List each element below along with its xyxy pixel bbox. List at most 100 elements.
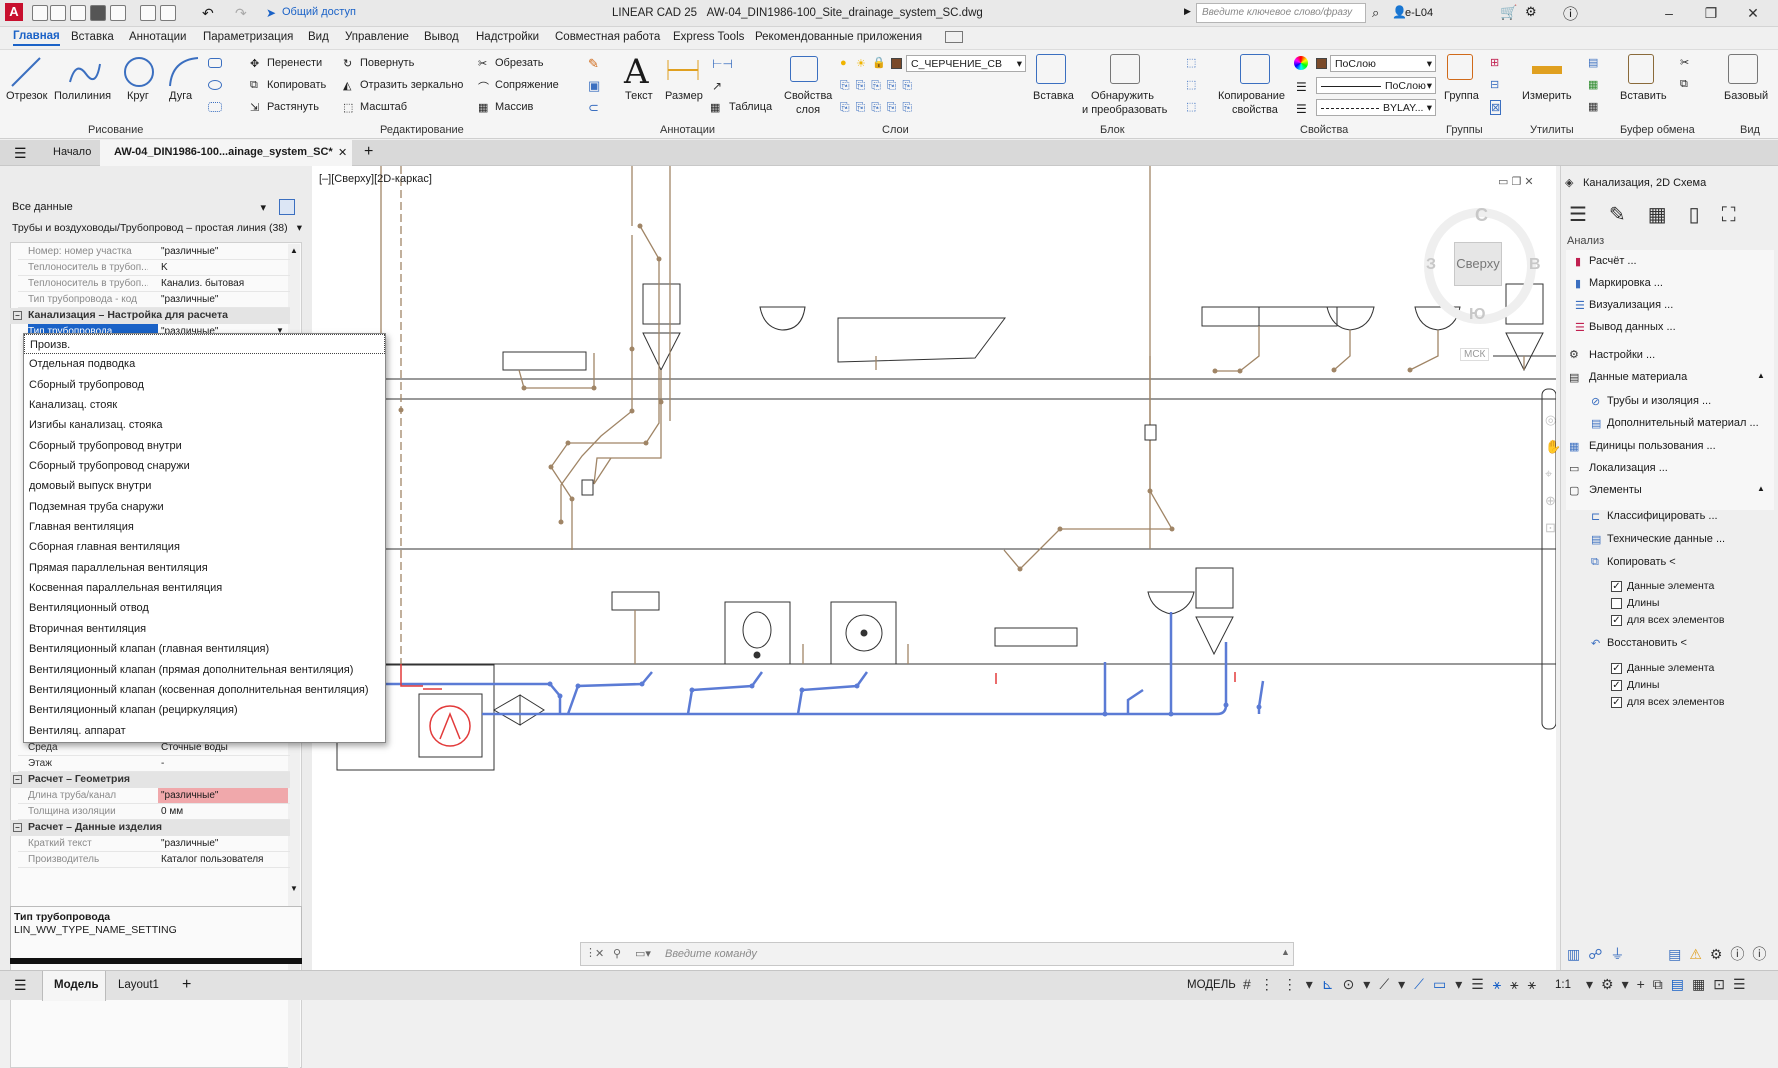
dropdown-option[interactable]: домовый выпуск внутри [29, 480, 152, 493]
copy-button[interactable]: Копировать [267, 79, 327, 91]
group-edit-icon[interactable]: ⊟ [1490, 79, 1500, 91]
cart-icon[interactable]: 🛒 [1500, 4, 1518, 20]
arc-button[interactable]: Дуга [169, 90, 193, 102]
copy-item[interactable]: Копировать < [1607, 556, 1676, 568]
group-select-icon[interactable]: ⊠ [1490, 100, 1502, 115]
viewcube-face[interactable]: Сверху [1454, 242, 1502, 286]
filter-dropdown[interactable]: Все данные▾ [12, 201, 266, 214]
tab-home[interactable]: Главная [13, 30, 60, 46]
restore-button[interactable]: ❐ [1704, 5, 1718, 21]
fillet-button[interactable]: Сопряжение [495, 79, 559, 91]
tech-data-item[interactable]: Технические данные ... [1607, 533, 1726, 545]
text-icon[interactable]: A [624, 52, 649, 92]
block-edit-icon[interactable]: ⬚ [1186, 79, 1197, 91]
tab-start[interactable]: Начало [53, 146, 92, 158]
explode-icon[interactable]: ▣ [588, 78, 601, 93]
draw-panel-title[interactable]: Рисование [88, 124, 144, 136]
match-props-label-1[interactable]: Копирование [1218, 90, 1286, 102]
modify-panel-title[interactable]: Редактирование [380, 124, 464, 136]
dropdown-option[interactable]: Вентиляционный клапан (косвенная дополни… [29, 683, 369, 696]
tab-model[interactable]: Модель [42, 971, 106, 1001]
palette-bottom-toolbar[interactable]: ▥☍⏚ ▤⚠⚙ⓘⓘ [1567, 946, 1775, 962]
detect-label-2[interactable]: и преобразовать [1082, 104, 1168, 116]
line-icon[interactable] [8, 54, 44, 90]
section-geometry[interactable]: –Расчет – Геометрия [10, 772, 290, 788]
command-input[interactable]: Введите команду [665, 948, 757, 960]
base-view-button[interactable]: Базовый [1724, 90, 1769, 102]
layer-properties-label-1[interactable]: Свойства [784, 90, 833, 102]
prop-row[interactable]: Краткий текст"различные" [18, 836, 290, 852]
rectangle-icon[interactable] [208, 58, 222, 68]
tab-view[interactable]: Вид [308, 31, 329, 43]
dropdown-option[interactable]: Сборный трубопровод снаружи [29, 460, 190, 473]
viewcube-north[interactable]: С [1475, 205, 1488, 225]
drawing-canvas[interactable]: [–][Сверху][2D-каркас] ▭ ❐ ✕ Сверху С Ю … [312, 166, 1561, 970]
collapse-icon[interactable]: ▲ [1757, 371, 1765, 380]
viewcube-west[interactable]: З [1426, 256, 1437, 273]
layers-panel-title[interactable]: Слои [882, 124, 909, 136]
ucs-menu[interactable]: МСК [1460, 348, 1490, 361]
groups-panel-title[interactable]: Группы [1446, 124, 1483, 136]
array-button[interactable]: Массив [495, 101, 534, 113]
tab-layout1[interactable]: Layout1 [118, 979, 159, 991]
dropdown-option[interactable]: Изгибы канализац. стояка [29, 419, 163, 432]
tab-addins[interactable]: Надстройки [476, 31, 540, 43]
linear-dim-icon[interactable]: ⊢⊣ [712, 57, 733, 71]
group-icon[interactable] [1447, 54, 1473, 80]
dropdown-option[interactable]: Главная вентиляция [29, 521, 134, 534]
layout-menu-icon[interactable]: ☰ [14, 977, 27, 993]
point-icon[interactable]: ▦ [1588, 79, 1599, 91]
selection-dropdown[interactable]: Трубы и воздуховоды/Трубопровод – проста… [12, 222, 302, 234]
material-section[interactable]: Данные материала [1589, 371, 1688, 383]
extra-material-item[interactable]: Дополнительный материал ... [1607, 417, 1759, 429]
prop-row[interactable]: Теплоноситель в трубоп...K [18, 260, 290, 276]
line-button[interactable]: Отрезок [6, 90, 48, 102]
prop-row[interactable]: Теплоноситель в трубоп...Канализ. бытова… [18, 276, 290, 292]
scroll-down-icon[interactable]: ▼ [290, 884, 298, 893]
dropdown-option[interactable]: Подземная труба снаружи [29, 500, 164, 513]
tab-annotate[interactable]: Аннотации [129, 31, 187, 43]
prop-row[interactable]: Номер: номер участка"различные" [18, 244, 290, 260]
settings-item[interactable]: Настройки ... [1589, 349, 1656, 361]
section-drainage-settings[interactable]: –Канализация – Настройка для расчета [10, 308, 290, 324]
new-file-icon[interactable] [50, 5, 66, 21]
add-layout-button[interactable]: + [182, 976, 192, 993]
dropdown-option[interactable]: Сборный трубопровод внутри [29, 439, 182, 452]
calculation-item[interactable]: Расчёт ... [1589, 255, 1637, 267]
pipes-insulation-item[interactable]: Трубы и изоляция ... [1607, 395, 1712, 407]
close-tab-icon[interactable]: ✕ [338, 147, 348, 159]
dropdown-option[interactable]: Отдельная подводка [29, 358, 136, 371]
model-space-toggle[interactable]: МОДЕЛЬ [1187, 979, 1236, 991]
layer-properties-label-2[interactable]: слоя [796, 104, 821, 116]
group-button[interactable]: Группа [1444, 90, 1479, 102]
insert-block-button[interactable]: Вставка [1033, 90, 1074, 102]
detect-convert-icon[interactable] [1110, 54, 1140, 84]
undo-icon[interactable]: ↶ [202, 5, 214, 21]
circle-button[interactable]: Круг [127, 90, 149, 102]
help-icon[interactable]: ⓘ [1563, 6, 1579, 23]
tab-manage[interactable]: Управление [345, 31, 409, 43]
calculator-icon[interactable]: ▦ [1588, 101, 1599, 113]
dropdown-option[interactable]: Вентиляционный клапан (главная вентиляци… [29, 643, 270, 656]
new-tab-button[interactable]: + [364, 143, 374, 160]
section-product-data[interactable]: –Расчет – Данные изделия [10, 820, 290, 836]
paste-icon[interactable] [1628, 54, 1654, 84]
annotation-panel-title[interactable]: Аннотации [660, 124, 715, 136]
polyline-button[interactable]: Полилиния [54, 90, 112, 102]
checkbox-restore-lengths[interactable]: ✓ [1611, 680, 1622, 691]
checkbox-restore-element-data[interactable]: ✓ [1611, 663, 1622, 674]
keyword-search-input[interactable]: Введите ключевое слово/фразу [1196, 3, 1366, 23]
color-dropdown[interactable]: ПоСлою▾ [1330, 55, 1436, 72]
offset-icon[interactable]: ⊂ [588, 100, 599, 115]
menu-arrow-icon[interactable] [32, 5, 48, 21]
palette-toolbar[interactable]: ☰✎▦▯⛶ [1569, 204, 1758, 226]
prop-row[interactable]: Этаж- [18, 756, 290, 772]
quick-select-icon[interactable] [279, 199, 295, 215]
tab-collaborate[interactable]: Совместная работа [555, 31, 661, 43]
table-button[interactable]: Таблица [729, 101, 773, 113]
restore-item[interactable]: Восстановить < [1607, 637, 1687, 649]
dropdown-option[interactable]: Вентиляционный клапан (рециркуляция) [29, 704, 238, 717]
checkbox-restore-all[interactable]: ✓ [1611, 697, 1622, 708]
viewport-label[interactable]: [–][Сверху][2D-каркас] [319, 173, 432, 185]
